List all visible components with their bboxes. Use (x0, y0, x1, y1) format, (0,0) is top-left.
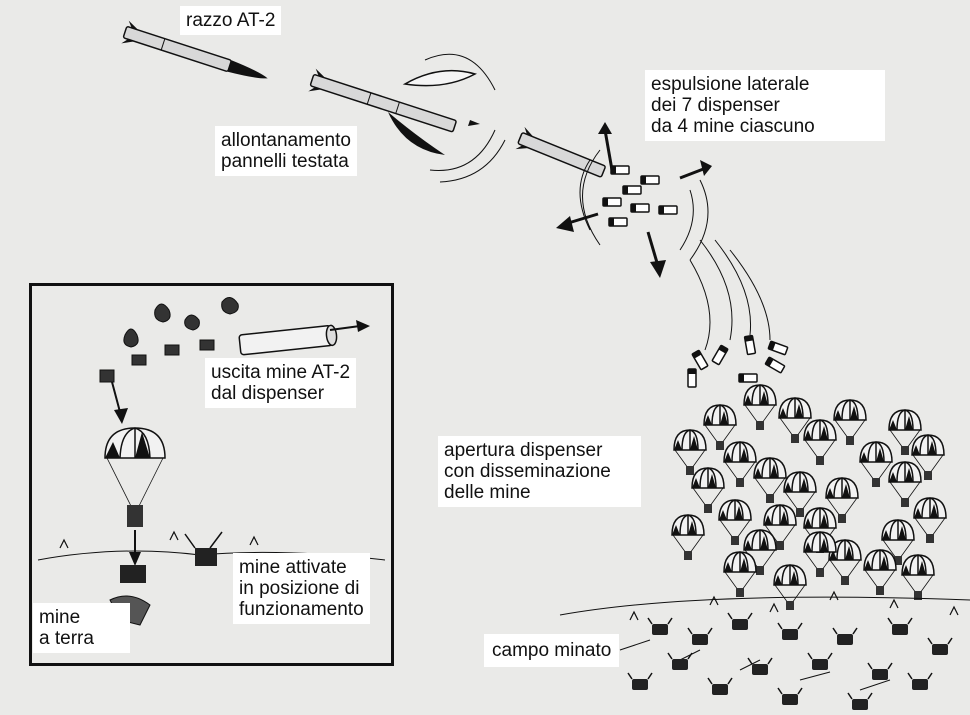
label-panels-line-1: allontanamento (221, 130, 351, 151)
label-ground-line-1: mine (39, 607, 81, 628)
falling-dispensers (687, 334, 789, 388)
detail-inset-frame (29, 283, 394, 666)
label-rocket: razzo AT-2 (180, 6, 282, 35)
label-opening-line-3: delle mine (444, 482, 531, 503)
label-opening-line-2: con disseminazione (444, 461, 611, 482)
label-lateral-line-3: da 4 mine ciascuno (651, 116, 815, 137)
label-ground-mines: mine a terra (33, 603, 130, 653)
label-mine-exit: uscita mine AT-2 dal dispenser (205, 358, 357, 408)
label-panels: allontanamento pannelli testata (215, 126, 357, 176)
label-activated-line-3: funzionamento (239, 599, 364, 620)
rocket-2 (308, 53, 506, 183)
inset-artwork (37, 297, 386, 626)
label-minefield: campo minato (484, 634, 620, 667)
label-exit-line-2: dal dispenser (211, 383, 325, 404)
label-lateral-ejection: espulsione laterale dei 7 dispenser da 4… (645, 70, 885, 141)
label-activated-line-1: mine attivate (239, 557, 347, 578)
label-lateral-line-1: espulsione laterale (651, 74, 810, 95)
label-panels-line-2: pannelli testata (221, 151, 349, 172)
label-ground-line-2: a terra (39, 628, 94, 649)
label-activated-line-2: in posizione di (239, 578, 360, 599)
label-lateral-line-2: dei 7 dispenser (651, 95, 780, 116)
rocket-3 (515, 122, 771, 351)
label-opening-line-1: apertura dispenser (444, 440, 603, 461)
rocket-1 (121, 20, 268, 79)
label-dispenser-opening: apertura dispenser con disseminazione de… (438, 436, 641, 507)
label-minefield-text: campo minato (492, 640, 612, 661)
label-exit-line-1: uscita mine AT-2 (211, 362, 351, 383)
label-rocket-text: razzo AT-2 (186, 10, 276, 31)
minefield-ground (559, 590, 970, 711)
label-activated-mines: mine attivate in posizione di funzioname… (233, 553, 370, 624)
parachute-mines (671, 384, 947, 611)
